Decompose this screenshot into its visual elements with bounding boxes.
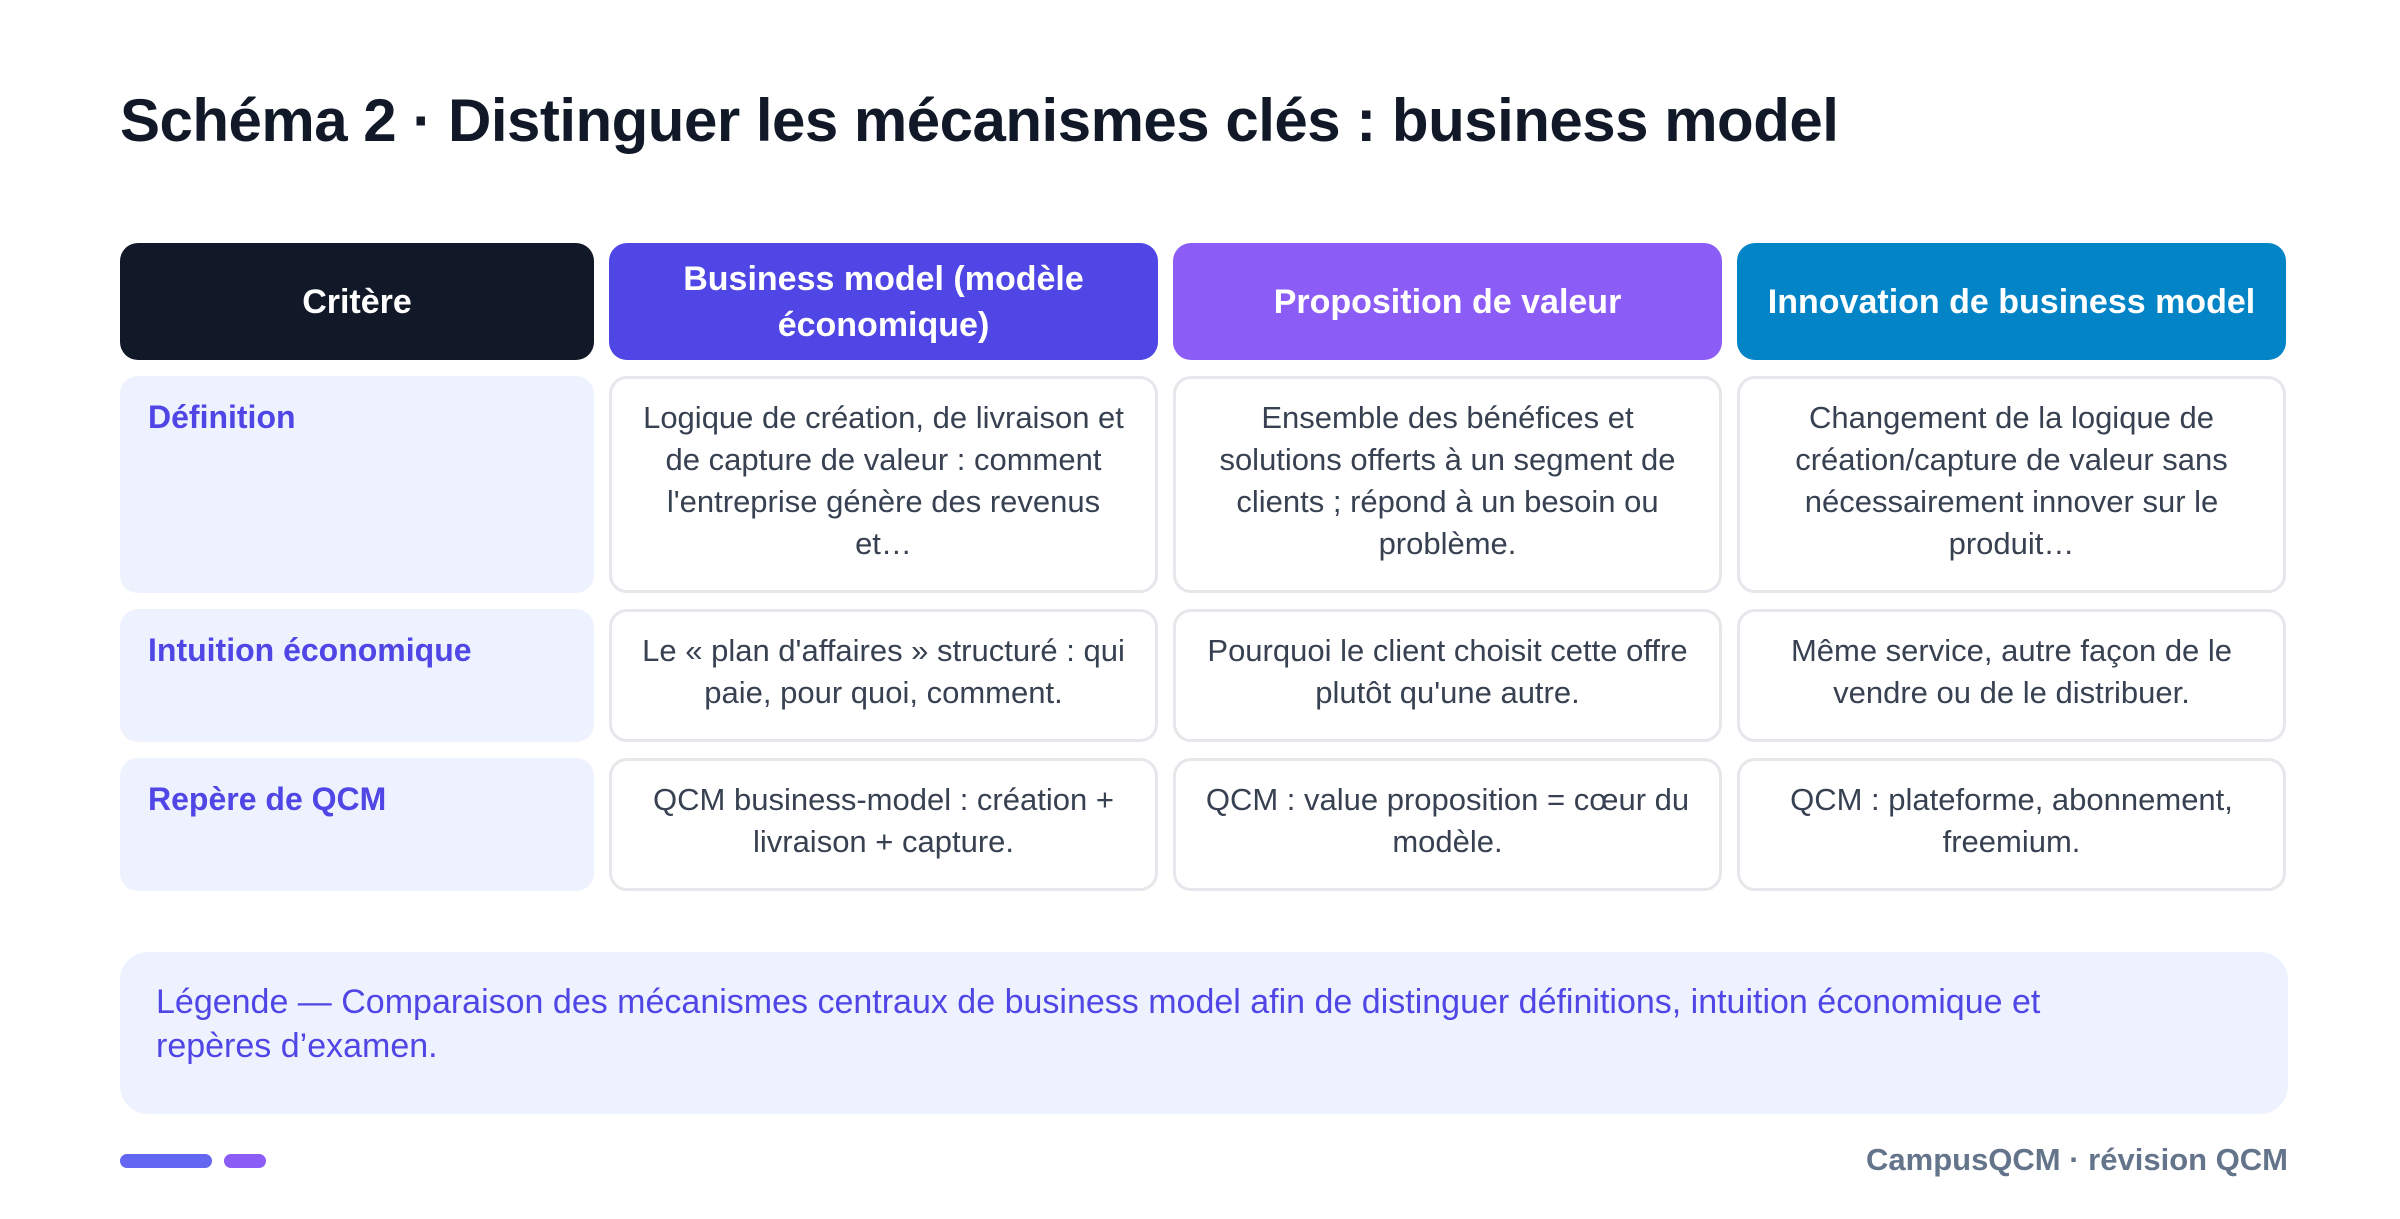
header-criteria: Critère	[120, 243, 594, 360]
table-cell: Le « plan d'affaires » structuré : qui p…	[609, 609, 1158, 742]
footer-accent-bar	[120, 1154, 212, 1168]
row-label-qcm: Repère de QCM	[120, 758, 594, 891]
footer-brand: CampusQCM · révision QCM	[1866, 1142, 2288, 1177]
legend-box: Légende — Comparaison des mécanismes cen…	[120, 952, 2288, 1114]
table-cell: QCM business-model : création + livraiso…	[609, 758, 1158, 891]
table-cell: Changement de la logique de création/cap…	[1737, 376, 2286, 593]
row-label-intuition: Intuition économique	[120, 609, 594, 742]
footer-accent-bar-small	[224, 1154, 266, 1168]
header-value-proposition: Proposition de valeur	[1173, 243, 1722, 360]
header-business-model-innovation: Innovation de business model	[1737, 243, 2286, 360]
table-cell: QCM : value proposition = cœur du modèle…	[1173, 758, 1722, 891]
table-cell: QCM : plateforme, abonnement, freemium.	[1737, 758, 2286, 891]
table-cell: Même service, autre façon de le vendre o…	[1737, 609, 2286, 742]
legend-text: Légende — Comparaison des mécanismes cen…	[156, 983, 2041, 1065]
row-label-definition: Définition	[120, 376, 594, 593]
table-cell: Pourquoi le client choisit cette offre p…	[1173, 609, 1722, 742]
table-cell: Logique de création, de livraison et de …	[609, 376, 1158, 593]
table-cell: Ensemble des bénéfices et solutions offe…	[1173, 376, 1722, 593]
comparison-table: Critère Business model (modèle économiqu…	[120, 243, 2286, 891]
header-business-model: Business model (modèle économique)	[609, 243, 1158, 360]
page-title: Schéma 2 · Distinguer les mécanismes clé…	[120, 87, 1839, 154]
